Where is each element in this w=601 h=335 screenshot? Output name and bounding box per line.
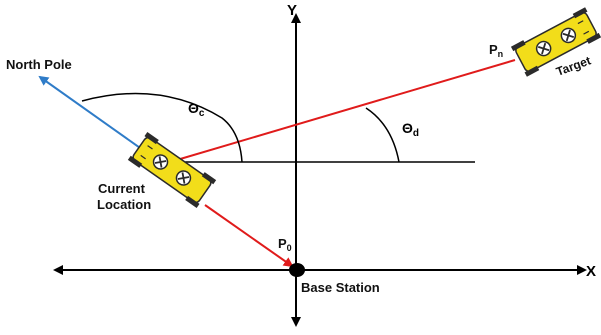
target-label: Target	[554, 53, 592, 78]
rover-car-icon-target	[510, 7, 601, 77]
base-station-label: Base Station	[301, 280, 380, 295]
x-axis-label: X	[586, 263, 596, 280]
pn-label: Pn	[489, 42, 503, 59]
current-location-label-line2: Location	[97, 197, 151, 212]
angle-arc-theta-c	[81, 92, 243, 163]
north-pole-direction	[38, 75, 151, 156]
angle-arc-theta-d	[365, 107, 400, 163]
vector-to-base-station	[204, 204, 294, 268]
current-location-label-line1: Current	[98, 181, 146, 196]
rover-car-icon-current	[127, 131, 217, 209]
theta-d-label: Θd	[402, 120, 419, 139]
theta-c-label: Θc	[188, 100, 205, 119]
y-axis-label: Y	[287, 2, 297, 19]
north-pole-label: North Pole	[6, 57, 72, 72]
p0-label: P0	[278, 236, 292, 253]
heading-line-to-target	[169, 59, 516, 163]
base-station-dot	[289, 263, 305, 277]
